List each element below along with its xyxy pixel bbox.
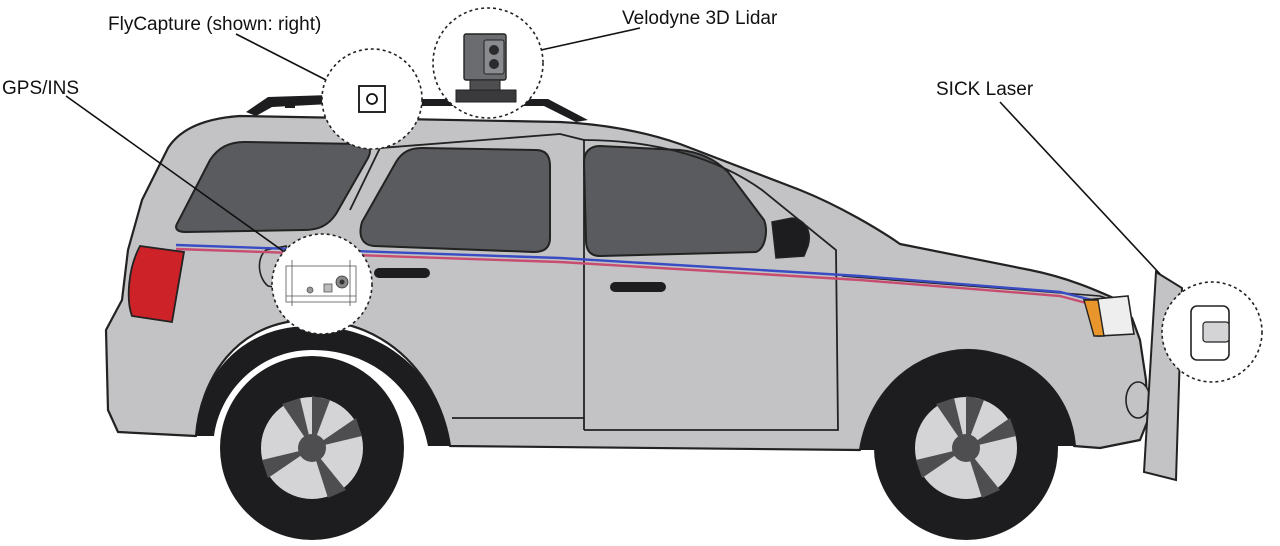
sick-laser-label: SICK Laser xyxy=(936,79,1034,100)
fog-light xyxy=(1125,381,1151,419)
camera-icon xyxy=(358,85,386,113)
flycapture-leader-line xyxy=(235,33,331,83)
flycapture-callout xyxy=(321,48,423,150)
side-mirror xyxy=(771,217,810,259)
sick-laser-icon xyxy=(1190,305,1230,361)
stripe-red xyxy=(175,247,1091,306)
gps-unit-icon xyxy=(285,260,357,306)
rear-wheel xyxy=(220,356,404,540)
turn-signal xyxy=(1083,299,1105,337)
tail-light xyxy=(127,245,186,324)
gps-leader-line xyxy=(65,95,291,257)
lidar-icon xyxy=(455,33,517,103)
gps-ins-callout xyxy=(271,233,373,335)
velodyne-callout xyxy=(432,7,544,119)
front-wheel xyxy=(874,356,1058,540)
rear-door-window xyxy=(359,146,551,254)
front-door-handle xyxy=(610,282,666,292)
rear-door-handle xyxy=(374,268,430,278)
velodyne-label: Velodyne 3D Lidar xyxy=(622,8,778,29)
front-door-window xyxy=(582,144,767,258)
rear-wheel-arch xyxy=(196,326,450,446)
stripe-blue xyxy=(175,243,1093,302)
gps-ins-label: GPS/INS xyxy=(2,78,79,99)
sick-leader-line xyxy=(999,101,1161,275)
door-lines xyxy=(349,133,839,431)
velodyne-leader-line xyxy=(531,27,641,53)
flycapture-label: FlyCapture (shown: right) xyxy=(108,14,321,35)
sick-callout xyxy=(1161,281,1263,383)
leader-lines xyxy=(65,27,1161,275)
